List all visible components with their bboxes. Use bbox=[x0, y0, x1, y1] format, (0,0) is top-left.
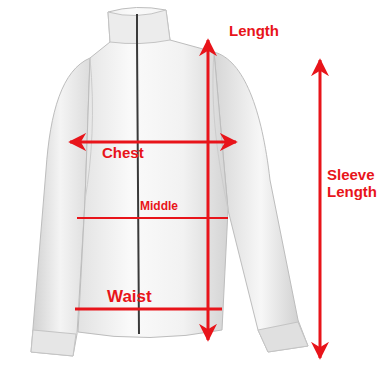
right-cuff bbox=[258, 322, 308, 352]
chest-arrow bbox=[70, 141, 236, 144]
right-sleeve bbox=[214, 52, 308, 352]
zipper bbox=[137, 14, 139, 334]
seam bbox=[213, 52, 228, 210]
sleeve-length-label: Sleeve Length bbox=[327, 166, 385, 201]
seam bbox=[85, 58, 92, 200]
sleeve-arrow bbox=[319, 60, 322, 358]
length-arrow bbox=[207, 40, 210, 340]
chest-label: Chest bbox=[102, 144, 144, 161]
left-cuff bbox=[31, 330, 76, 356]
waist-label: Waist bbox=[107, 287, 152, 307]
middle-label: Middle bbox=[140, 200, 178, 214]
length-label: Length bbox=[229, 22, 279, 39]
jacket-collar bbox=[108, 10, 170, 44]
jacket-body bbox=[78, 7, 228, 337]
waist-line bbox=[75, 308, 222, 311]
middle-line bbox=[77, 217, 228, 219]
